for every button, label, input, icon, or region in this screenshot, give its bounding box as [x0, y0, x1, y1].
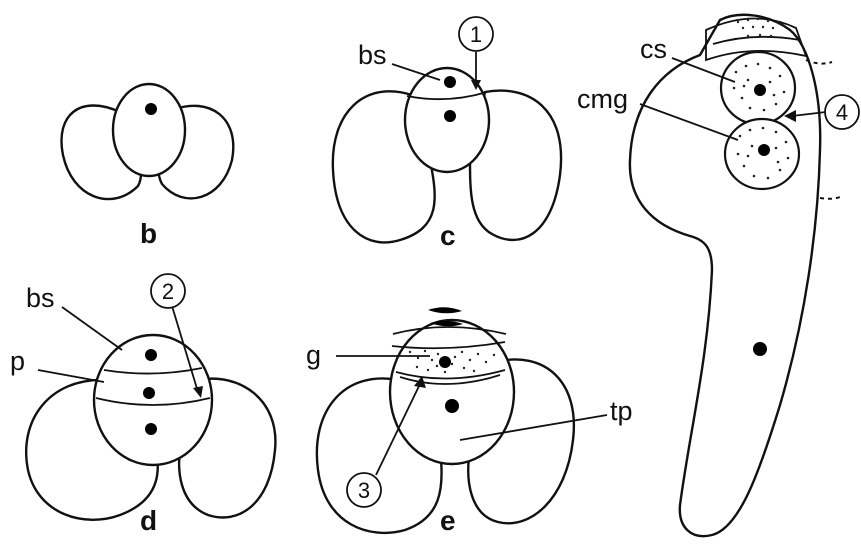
panel-d-wall-lower	[96, 398, 210, 405]
panel-d-cell	[94, 335, 212, 465]
panel-c-marker-arrowhead	[471, 80, 481, 90]
panel-d-right-lobe	[179, 379, 275, 518]
panel-b: b	[62, 84, 234, 249]
panel-f-cap	[706, 18, 806, 60]
panel-f-marker-circle	[825, 95, 859, 129]
panel-f-nucleus-upper	[754, 84, 766, 96]
panel-e-tp-leader	[460, 415, 607, 440]
panel-c-division-wall	[407, 92, 487, 99]
panel-e-wall-lower	[396, 370, 505, 379]
panel-c: bs 1 c	[333, 17, 561, 251]
panel-f-nucleus-lower	[758, 144, 770, 156]
panel-c-marker-circle	[459, 17, 493, 51]
panel-e-tp-label: tp	[610, 396, 633, 426]
panel-c-nucleus-top	[444, 76, 456, 88]
panel-f-tube-outline	[630, 15, 820, 536]
panel-d-nucleus-top	[145, 349, 157, 361]
panel-f-cs-leader	[672, 58, 735, 82]
panel-e-wall-bottom	[400, 375, 500, 384]
panel-e-cell	[390, 320, 514, 464]
panel-f-cs-label: cs	[640, 34, 667, 64]
panel-d-marker-circle	[151, 274, 185, 308]
panel-f-sperm-stipple-lower	[736, 126, 790, 180]
panel-e-wall-upper	[392, 342, 505, 348]
panel-d-p-label: p	[10, 346, 25, 376]
panel-b-label: b	[140, 218, 157, 249]
panel-e-left-lobe	[317, 378, 442, 532]
panel-c-marker-number: 1	[470, 22, 482, 47]
panel-f-dashed-edge-mid	[820, 197, 840, 199]
panel-d-nucleus-bottom	[145, 423, 157, 435]
panel-f-marker-arrowhead	[784, 110, 796, 122]
panel-e-callose-band-top	[428, 307, 462, 314]
panel-f-marker-leader	[792, 112, 826, 116]
panel-f-sperm-stipple-upper	[732, 62, 786, 112]
panel-c-nucleus-bottom	[444, 110, 456, 122]
panel-e-nucleus-generative	[439, 356, 451, 368]
panel-c-right-lobe	[470, 91, 561, 240]
panel-e-marker-arrowhead	[414, 376, 426, 388]
panel-d-bs-label: bs	[26, 283, 55, 313]
panel-f-cap-stipple	[736, 17, 780, 38]
panel-d-label: d	[140, 505, 157, 536]
panel-e-marker-leader	[376, 384, 420, 475]
panel-e: g tp 3 e	[306, 307, 633, 536]
panel-d-bs-leader	[62, 307, 122, 350]
panel-d: bs p 2 d	[10, 274, 275, 536]
panel-e-label: e	[440, 505, 456, 536]
panel-d-marker-arrowhead	[193, 386, 203, 398]
panel-d-marker-leader	[172, 306, 198, 392]
panel-e-marker-number: 3	[358, 478, 370, 503]
panel-e-generative-stipple	[408, 349, 496, 374]
panel-d-p-leader	[38, 370, 104, 382]
panel-f-dashed-edge-top	[806, 60, 832, 64]
panel-c-bs-leader	[392, 64, 440, 80]
panel-e-nucleus-lower	[445, 399, 459, 413]
panel-f-cmg-label: cmg	[577, 84, 628, 114]
panel-d-left-lobe	[26, 380, 158, 520]
panel-f-nucleus-tube	[753, 342, 767, 356]
panel-c-label: c	[440, 220, 456, 251]
panel-d-marker-number: 2	[162, 279, 174, 304]
panel-f-cmg-leader	[640, 104, 738, 140]
panel-e-top-segment	[393, 327, 506, 334]
panel-e-right-lobe	[468, 359, 574, 523]
panel-d-nucleus-middle	[143, 387, 155, 399]
panel-b-cell	[113, 84, 185, 176]
panel-c-left-lobe	[333, 91, 435, 242]
panel-b-nucleus	[145, 103, 157, 115]
panel-e-callose-band-bottom	[430, 320, 463, 327]
panel-f-marker-number: 4	[836, 100, 848, 125]
panel-f-cap-line	[713, 37, 800, 44]
panel-f: cs cmg 4	[577, 15, 859, 536]
panel-e-g-label: g	[306, 340, 321, 370]
panel-c-bs-label: bs	[358, 40, 387, 70]
panel-e-marker-circle	[347, 473, 381, 507]
